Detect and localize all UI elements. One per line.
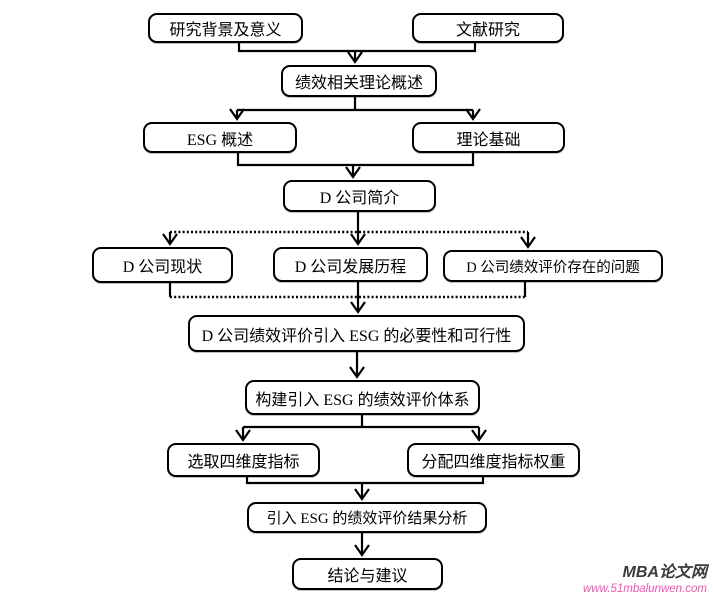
flow-node-company-d-history: D 公司发展历程 — [273, 247, 428, 282]
watermark: MBA论文网 www.51mbalunwen.com — [583, 564, 707, 596]
flow-node-label: D 公司绩效评价存在的问题 — [466, 259, 640, 276]
flow-node-label: 引入 ESG 的绩效评价结果分析 — [266, 511, 468, 527]
flow-node-label: ESG 概述 — [186, 131, 254, 149]
flow-node-esg-overview: ESG 概述 — [143, 122, 297, 153]
connector-build-split-trunk — [243, 415, 479, 429]
flow-node-label: D 公司绩效评价引入 ESG 的必要性和可行性 — [201, 327, 512, 345]
flow-node-label: 分配四维度指标权重 — [421, 454, 566, 471]
flow-node-label: D 公司简介 — [319, 190, 400, 207]
flow-node-company-d-intro: D 公司简介 — [283, 180, 436, 212]
flow-node-research-background: 研究背景及意义 — [148, 13, 303, 43]
flow-node-select-indicators: 选取四维度指标 — [167, 443, 320, 477]
flow-node-company-d-status: D 公司现状 — [92, 247, 233, 283]
flow-node-build-esg-system: 构建引入 ESG 的绩效评价体系 — [245, 380, 480, 415]
flow-node-label: 文献研究 — [455, 22, 520, 39]
flow-node-label: 绩效相关理论概述 — [294, 75, 423, 92]
flow-node-theoretical-basis: 理论基础 — [412, 122, 565, 153]
watermark-site-name: MBA论文网 — [622, 564, 707, 582]
flow-node-literature-research: 文献研究 — [412, 13, 564, 43]
flow-node-label: 研究背景及意义 — [169, 22, 282, 39]
flow-node-label: 选取四维度指标 — [187, 454, 300, 471]
flow-node-company-d-problems: D 公司绩效评价存在的问题 — [443, 250, 663, 282]
flow-node-label: D 公司发展历程 — [294, 258, 407, 276]
connector-indicator-merge-trunk — [245, 477, 485, 485]
connector-basis-merge-trunk — [236, 153, 475, 167]
flow-node-necessity-feasibility: D 公司绩效评价引入 ESG 的必要性和可行性 — [188, 315, 525, 352]
connector-theory-split-trunk — [237, 97, 473, 112]
flow-node-conclusion-suggestions: 结论与建议 — [292, 558, 443, 590]
watermark-site-url: www.51mbalunwen.com — [582, 582, 707, 595]
flow-node-label: D 公司现状 — [122, 259, 203, 276]
flow-node-result-analysis: 引入 ESG 的绩效评价结果分析 — [247, 502, 487, 533]
flow-node-label: 构建引入 ESG 的绩效评价体系 — [255, 391, 470, 409]
flow-node-label: 理论基础 — [456, 131, 521, 149]
connector-top-merge-trunk — [237, 43, 477, 53]
flow-node-assign-weights: 分配四维度指标权重 — [407, 443, 580, 477]
flow-node-performance-theory-overview: 绩效相关理论概述 — [281, 65, 437, 97]
flow-node-label: 结论与建议 — [327, 568, 408, 585]
